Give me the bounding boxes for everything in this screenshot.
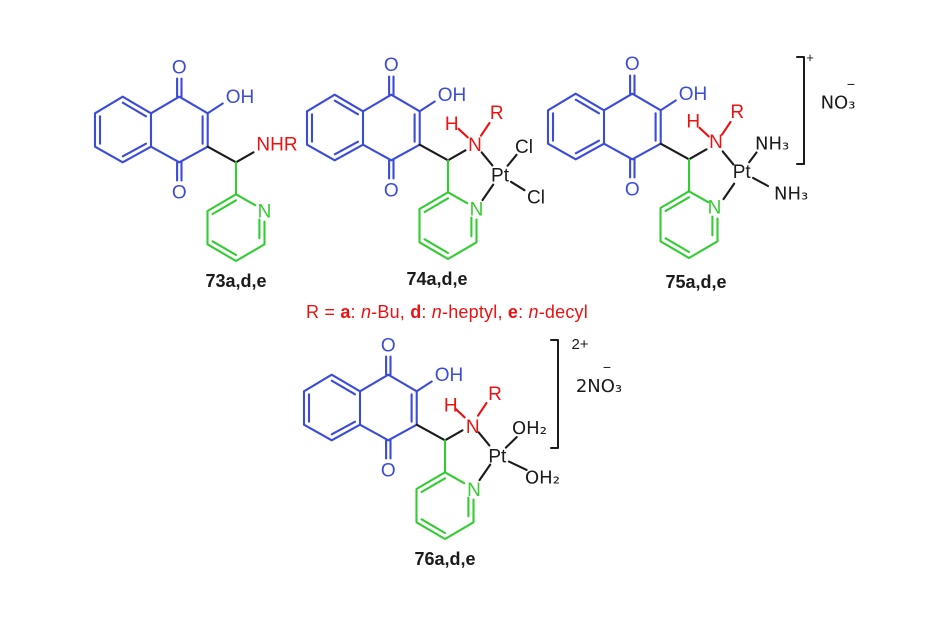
cation-bracket [796, 56, 805, 165]
label-r-group: R [490, 103, 504, 124]
counterion: NO₃ [821, 93, 856, 114]
bonds-ligands [748, 151, 770, 188]
legend-part: : [421, 302, 432, 322]
label-h-amine: H [686, 112, 700, 133]
label-oh: OH [226, 87, 255, 108]
label-n-pyridine: N [258, 201, 272, 222]
legend-part: -Bu, [371, 302, 411, 322]
structure-76: O OH O H R N Pt OH₂ OH₂ N 2+ 2NO₃ − 76a,… [302, 335, 622, 569]
label-o-bottom: O [381, 460, 396, 481]
structure-caption: 75a,d,e [665, 272, 726, 292]
legend-part: -decyl [538, 302, 588, 322]
label-oh: OH [435, 365, 464, 386]
label-o-top: O [381, 335, 396, 356]
label-h-amine: H [444, 396, 458, 417]
label-o-bottom: O [625, 179, 640, 200]
legend-part: R = [306, 302, 341, 322]
label-pt: Pt [733, 162, 752, 183]
legend-part: : [518, 302, 529, 322]
label-o-bottom: O [172, 182, 187, 203]
bonds-ligands [506, 153, 526, 192]
cation-bracket [550, 339, 559, 449]
structure-caption: 76a,d,e [414, 549, 475, 569]
label-n-amine: N [468, 135, 482, 156]
label-cl-top: Cl [515, 137, 533, 158]
legend-part: n [360, 302, 372, 322]
counterion-charge: − [603, 359, 611, 375]
label-r-group: R [730, 102, 744, 123]
label-oh: OH [438, 85, 467, 106]
label-n-amine: N [709, 132, 723, 153]
structure-caption: 74a,d,e [406, 269, 467, 289]
legend-part: e [507, 302, 519, 322]
label-pt: Pt [488, 447, 507, 468]
legend-part: -heptyl, [442, 302, 508, 322]
amine-pt-bonds [454, 401, 492, 482]
label-o-top: O [384, 55, 399, 76]
label-n-amine: N [466, 417, 480, 438]
legend-part: n [431, 302, 443, 322]
legend-part: n [528, 302, 539, 322]
label-oh: OH [679, 84, 708, 105]
label-cl-bottom: Cl [527, 188, 545, 209]
counterion: 2NO₃ [576, 376, 622, 397]
structure-caption: 73a,d,e [205, 271, 266, 291]
r-group-legend: R = a: n-Bu, d: n-heptyl, e: n-decyl [306, 302, 588, 323]
structure-74: O OH O H R N Pt Cl Cl N 74a,d,e [305, 55, 545, 289]
label-h-amine: H [445, 114, 459, 135]
label-oh2-top: OH₂ [512, 418, 547, 439]
label-r-group: R [488, 384, 502, 405]
label-o-top: O [625, 54, 640, 75]
label-pt: Pt [491, 166, 510, 187]
label-nh3-top: NH₃ [755, 134, 789, 155]
label-nh3-bottom: NH₃ [774, 184, 808, 205]
label-o-top: O [172, 57, 187, 78]
label-n-pyridine: N [708, 198, 722, 219]
legend-part: d [410, 302, 422, 322]
bonds-ligands [504, 436, 528, 471]
label-oh2-bottom: OH₂ [525, 468, 560, 489]
counterion-charge: − [847, 76, 855, 92]
legend-part: : [350, 302, 361, 322]
legend-part: a [340, 302, 351, 322]
bracket-charge: 2+ [571, 336, 588, 353]
structure-73: O OH O NHR N 73a,d,e [93, 57, 298, 291]
bracket-charge: + [806, 50, 814, 65]
structure-75: O OH O H R N Pt NH₃ NH₃ N + NO₃ − 75a,d,… [546, 50, 856, 292]
label-n-pyridine: N [470, 199, 484, 220]
label-nhr: NHR [256, 135, 297, 156]
label-o-bottom: O [384, 180, 399, 201]
label-n-pyridine: N [467, 480, 481, 501]
